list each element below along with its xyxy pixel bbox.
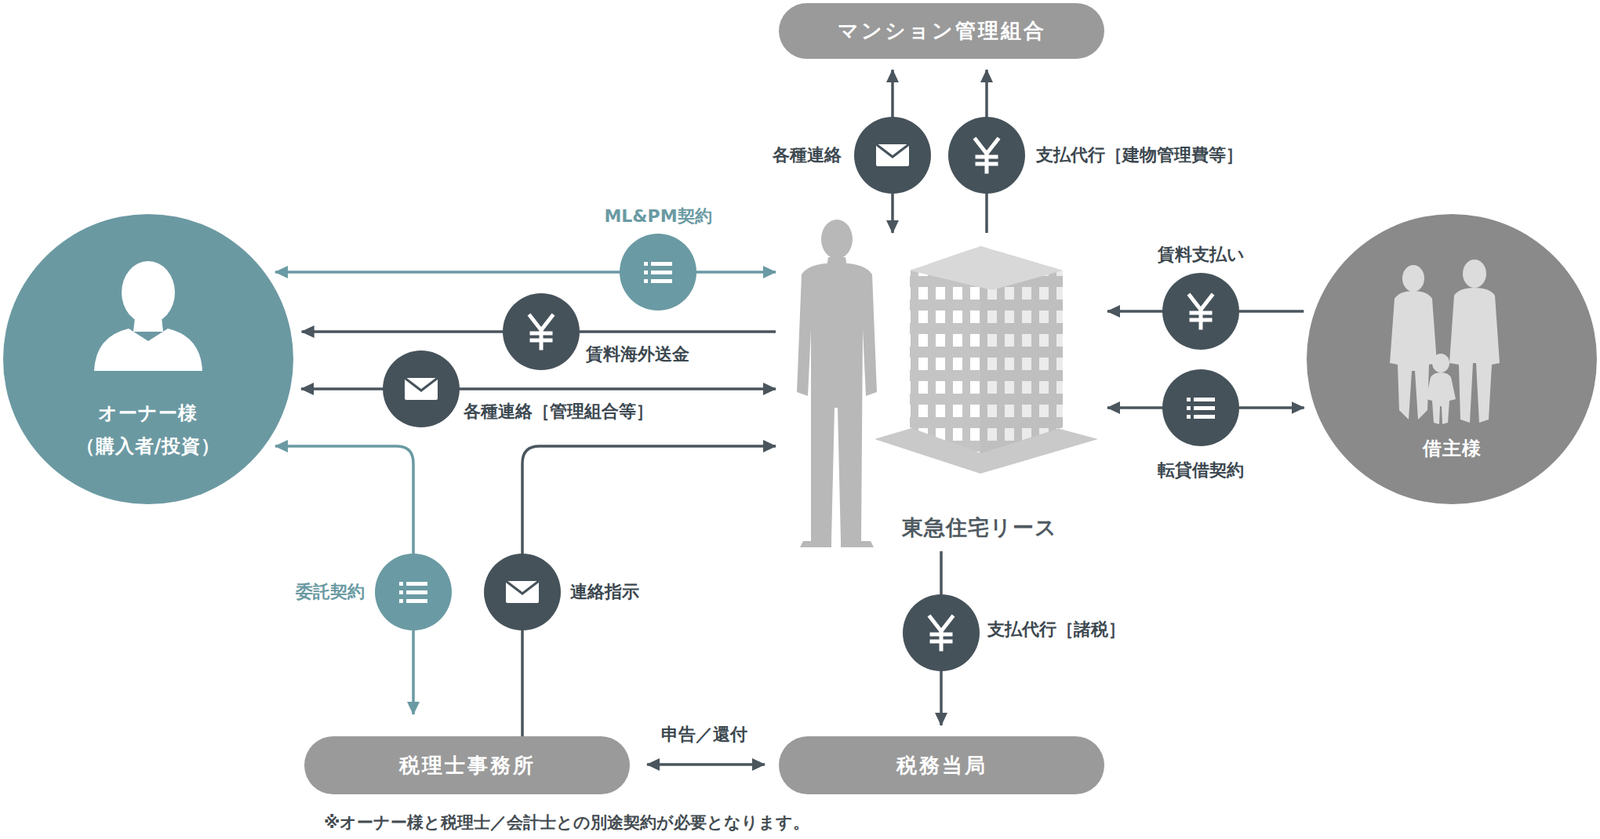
tax-office-box: 税理士事務所 [304,736,630,795]
connector [647,763,765,767]
list-icon [619,233,697,311]
text-group: マンション管理組合 [837,17,1047,45]
envelope [876,144,910,167]
mail-icon [382,350,460,428]
list-bar [650,261,673,266]
yen-stroke [930,617,953,632]
yen-stroke [975,139,998,154]
yen-stroke [530,316,553,331]
list-bar [406,581,428,586]
connector [275,270,776,274]
mail-icon [854,116,931,194]
footnote: ※オーナー様と税理士／会計士との別途契約が必要となります。 [321,810,812,835]
list-icon [1162,369,1240,447]
list-dot [1186,414,1191,419]
list-dot [1186,406,1191,411]
text-group: 東急住宅リース [901,513,1058,542]
list-dot [1186,397,1191,402]
icon-disc [854,116,931,194]
text-group: 税務当局 [896,752,988,780]
node-text: 借主様 [1422,432,1482,466]
yen-stroke [977,155,997,160]
icon-disc [483,553,561,631]
family-icon [1306,214,1597,505]
union-box: マンション管理組合 [778,3,1105,59]
icon-disc [619,233,697,311]
text-group: 借主様 [1422,432,1482,466]
list-bar [406,590,428,595]
yen-icon [948,116,1026,194]
yen-stroke [977,162,997,167]
edge-label: ML&PM契約 [601,203,714,230]
list-dot [399,599,404,604]
list-dot [399,581,404,586]
edge-label: 申告／還付 [658,722,750,748]
connector [939,551,943,726]
icon-disc [1162,272,1240,350]
node-text: オーナー様 [76,396,222,430]
list-icon [374,553,452,631]
building-illustration [874,246,1099,474]
owner-icon [3,214,294,505]
node-text: 税務当局 [896,752,988,780]
edge-label: 連絡指示 [567,579,642,605]
list-bar [406,599,428,604]
yen-stroke [931,632,951,637]
list-bar [1193,397,1215,402]
list-dot [643,261,648,266]
yen-stroke [1191,311,1211,316]
edge-label: 転貸借契約 [1155,458,1247,484]
list-dot [643,279,648,284]
company-node: 東急住宅リース [775,232,1108,552]
list-dot [643,270,648,275]
list-bar [650,279,673,284]
envelope-flap [876,144,910,157]
yen-icon [502,293,580,371]
edge-label: 各種連絡 [770,142,844,168]
edge-label: 支払代行［建物管理費等］ [1033,142,1246,168]
node-text: 税理士事務所 [399,752,536,780]
yen-icon [1162,272,1240,350]
edge-label: 支払代行［諸税］ [985,617,1128,643]
envelope-flap [505,581,539,594]
icon-disc [502,293,580,371]
tenant-circle: 借主様 [1306,214,1597,505]
icon-disc [374,553,452,631]
icon-disc [902,594,980,672]
edge-label: 賃料海外送金 [583,341,692,368]
edge-label: 賃料支払い [1155,242,1248,268]
yen-icon [902,594,980,672]
person-illustration [796,219,877,548]
list-bar [1193,414,1215,419]
text-group: 税理士事務所 [399,752,536,780]
envelope-flap [404,378,438,391]
icon-disc [1162,369,1240,447]
yen-stroke [531,338,551,343]
node-text: 東急住宅リース [901,513,1058,542]
yen-stroke [931,640,951,644]
envelope [404,378,438,400]
yen-stroke [1189,295,1212,310]
icon-disc [948,116,1026,194]
edge-label: 委託契約 [293,579,368,605]
yen-stroke [1191,318,1211,323]
edge-label: 各種連絡［管理組合等］ [461,399,656,425]
envelope [505,581,539,604]
tax-authority-box: 税務当局 [778,736,1105,795]
node-text: マンション管理組合 [837,17,1047,45]
icon-disc [382,350,460,428]
mail-icon [483,553,561,631]
node-text: （購入者/投資） [76,429,222,463]
connector [301,387,776,391]
yen-stroke [531,331,551,336]
owner-circle: オーナー様（購入者/投資） [3,214,294,505]
text-group: オーナー様（購入者/投資） [76,396,222,463]
list-dot [399,590,404,595]
list-bar [1193,406,1215,411]
list-bar [650,270,673,275]
